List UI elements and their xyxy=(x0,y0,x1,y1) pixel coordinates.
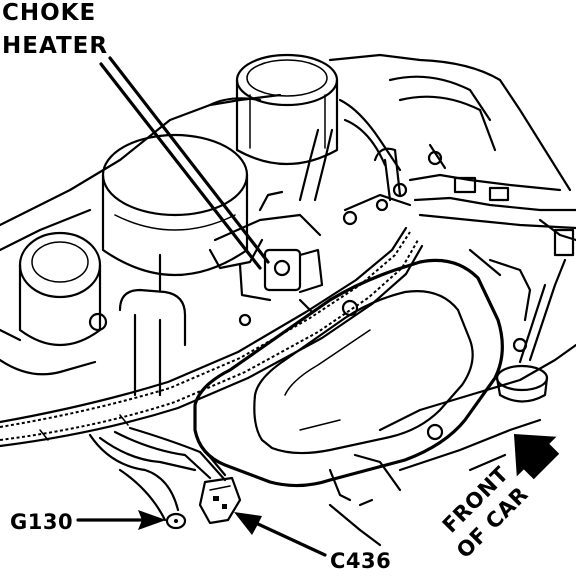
valve-cover xyxy=(193,258,504,507)
pcv-pipe xyxy=(342,147,412,226)
choke-heater-label-line2: HEATER xyxy=(2,33,108,59)
carburetor-assembly xyxy=(208,128,334,302)
choke-heater-leader xyxy=(99,56,270,270)
c436-arrow xyxy=(234,512,327,557)
lower-body-right xyxy=(328,258,576,547)
right-connectors xyxy=(408,143,576,322)
body-contour-right xyxy=(208,53,572,192)
c436-connector xyxy=(198,476,242,525)
oil-filler-cap xyxy=(235,53,339,165)
pigtail-wires xyxy=(88,426,227,522)
choke-heater-label-line1: CHOKE xyxy=(2,0,96,26)
pipe-elbow xyxy=(88,288,187,397)
g130-arrow xyxy=(76,510,166,530)
air-cleaner-left xyxy=(0,93,282,376)
wire-harness xyxy=(0,226,424,448)
front-of-car-label: FRONT OF CAR xyxy=(438,462,533,563)
c436-label: C436 xyxy=(330,549,391,573)
g130-ground-terminal xyxy=(165,512,187,530)
front-of-car-arrow xyxy=(513,433,560,480)
g130-label: G130 xyxy=(10,510,73,534)
